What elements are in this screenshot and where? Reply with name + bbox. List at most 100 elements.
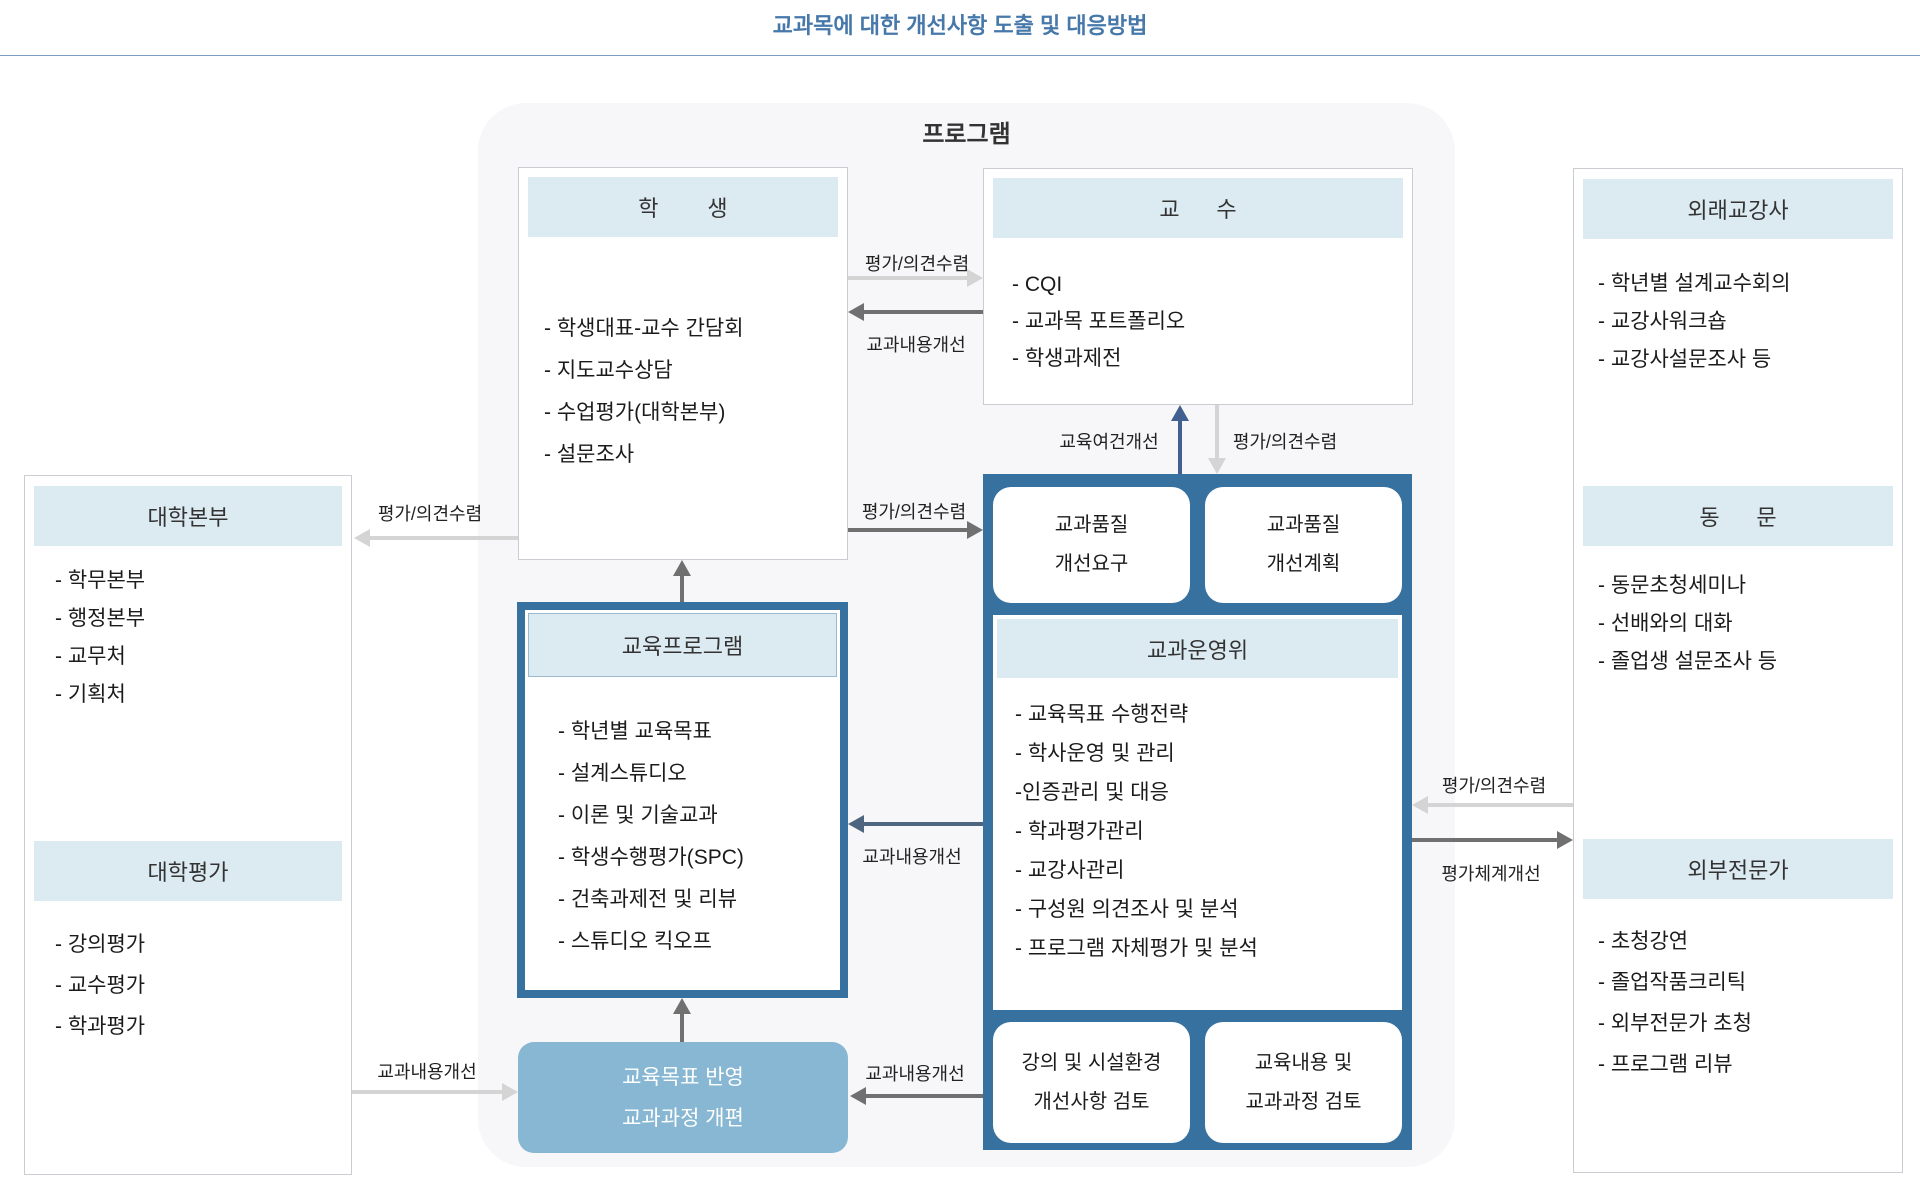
list-item: - 구성원 의견조사 및 분석 <box>1015 898 1239 921</box>
list-item: - 학생대표-교수 간담회 <box>544 317 744 340</box>
edu-program-box: 교육프로그램 - 학년별 교육목표 - 설계스튜디오 - 이론 및 기술교과 - 학생… <box>517 602 848 998</box>
arrow-label-student-to-hq: 평가/의견수렴 <box>377 504 483 524</box>
quality-request-line1: 교과품질 <box>1054 514 1129 536</box>
student-items: - 학생대표-교수 간담회 - 지도교수상담 - 수업평가(대학본부) - 설문조사 <box>544 308 744 476</box>
arrow-professor-to-student <box>848 303 983 321</box>
list-item: - 학생수행평가(SPC) <box>558 846 744 869</box>
quality-request-line2: 개선요구 <box>1054 553 1129 575</box>
list-item: -인증관리 및 대응 <box>1015 781 1169 804</box>
list-item: - 교무처 <box>55 645 126 668</box>
arrow-student-to-hq <box>354 529 518 547</box>
lecture-facility-line1: 강의 및 시설환경 <box>1021 1051 1162 1074</box>
course-committee-header: 교과운영위 <box>997 619 1398 678</box>
arrow-label-student-to-committee: 평가/의견수렴 <box>861 502 967 522</box>
external-lecturer-items: - 학년별 설계교수회의- 교강사워크숍- 교강사설문조사 등 <box>1598 265 1791 379</box>
curriculum-reform-line1: 교육목표 반영 <box>622 1065 744 1089</box>
list-item: - 수업평가(대학본부) <box>544 401 726 424</box>
arrow-student-to-professor <box>848 269 983 287</box>
arrow-student-to-committee <box>848 521 983 539</box>
external-lecturer-header: 외래교강사 <box>1583 179 1893 239</box>
edu-content-line1: 교육내용 및 <box>1254 1051 1353 1074</box>
list-item: - 지도교수상담 <box>544 359 673 382</box>
lecture-facility-line2: 개선사항 검토 <box>1033 1090 1150 1113</box>
external-expert-header: 외부전문가 <box>1583 839 1893 899</box>
list-item: - 교육목표 수행전략 <box>1015 703 1189 726</box>
quality-plan-line1: 교과품질 <box>1266 514 1341 536</box>
university-eval-items: - 강의평가 - 교수평가 - 학과평가 <box>55 924 145 1047</box>
arrow-committee-to-right <box>1412 831 1573 849</box>
list-item: - 프로그램 리뷰 <box>1598 1053 1733 1076</box>
alumni-header: 동 문 <box>1583 486 1893 546</box>
arrow-eval-to-reform <box>352 1083 518 1101</box>
list-item: - 설문조사 <box>544 443 635 466</box>
curriculum-reform-box: 교육목표 반영 교과과정 개편 <box>518 1042 848 1153</box>
arrow-label-committee-to-professor: 교육여건개선 <box>1059 432 1159 452</box>
list-item: - 교수평가 <box>55 974 146 997</box>
external-box: 외래교강사 - 학년별 설계교수회의- 교강사워크숍- 교강사설문조사 등 동 … <box>1573 168 1903 1173</box>
course-committee-container: 교과품질 개선요구 교과품질 개선계획 교과운영위 - 교육목표 수행전략 - 학… <box>983 474 1412 1150</box>
arrow-label-professor-to-student: 교과내용개선 <box>866 335 966 355</box>
arrow-reform-to-eduprogram <box>673 998 691 1042</box>
arrow-right-to-committee <box>1412 796 1573 814</box>
course-committee-box: 교과운영위 - 교육목표 수행전략- 학사운영 및 관리-인증관리 및 대응- … <box>993 615 1402 1010</box>
arrow-committee-to-professor <box>1171 405 1189 474</box>
list-item: - 학생과제전 <box>1012 347 1122 370</box>
list-item: - 교강사워크숍 <box>1598 310 1727 333</box>
list-item: - CQI <box>1012 273 1063 296</box>
arrow-label-committee-to-reform: 교과내용개선 <box>865 1064 965 1084</box>
list-item: - 동문초청세미나 <box>1598 574 1747 597</box>
list-item: - 졸업작품크리틱 <box>1598 971 1747 994</box>
list-item: - 학무본부 <box>55 569 146 592</box>
edu-program-items: - 학년별 교육목표 - 설계스튜디오 - 이론 및 기술교과 - 학생수행평가(SP… <box>558 711 744 963</box>
list-item: - 이론 및 기술교과 <box>558 804 718 827</box>
arrow-professor-to-committee <box>1208 405 1226 474</box>
arrow-label-student-to-professor: 평가/의견수렴 <box>864 254 970 274</box>
list-item: - 건축과제전 및 리뷰 <box>558 888 738 911</box>
professor-items: - CQI - 교과목 포트폴리오 - 학생과제전 <box>1012 266 1185 377</box>
curriculum-reform-line2: 교과과정 개편 <box>622 1106 744 1130</box>
list-item: - 프로그램 자체평가 및 분석 <box>1015 937 1258 960</box>
list-item: - 초청강연 <box>1598 930 1689 953</box>
alumni-items: - 동문초청세미나 - 선배와의 대화 - 졸업생 설문조사 등 <box>1598 567 1777 681</box>
arrow-committee-to-reform <box>850 1087 983 1105</box>
list-item: - 설계스튜디오 <box>558 762 687 785</box>
list-item: - 학년별 설계교수회의 <box>1598 272 1791 295</box>
quality-plan-box: 교과품질 개선계획 <box>1205 487 1402 603</box>
arrow-label-professor-to-committee: 평가/의견수렴 <box>1232 432 1338 452</box>
list-item: - 학사운영 및 관리 <box>1015 742 1175 765</box>
university-box: 대학본부 - 학무본부- 행정본부- 교무처- 기획처 대학평가 - 강의평가-… <box>24 475 352 1175</box>
list-item: - 기획처 <box>55 683 126 706</box>
list-item: - 졸업생 설문조사 등 <box>1598 650 1778 673</box>
list-item: - 외부전문가 초청 <box>1598 1012 1752 1035</box>
student-box: 학 생 - 학생대표-교수 간담회 - 지도교수상담 - 수업평가(대학본부) - 설… <box>518 167 848 560</box>
list-item: - 교강사관리 <box>1015 859 1125 882</box>
quality-plan-line2: 개선계획 <box>1266 553 1341 575</box>
list-item: - 학과평가 <box>55 1015 146 1038</box>
course-committee-items: - 교육목표 수행전략 - 학사운영 및 관리 -인증관리 및 대응 - 학과평가관리… <box>1015 695 1258 968</box>
title-divider <box>0 55 1920 56</box>
list-item: - 스튜디오 킥오프 <box>558 930 712 953</box>
list-item: - 학년별 교육목표 <box>558 720 712 743</box>
list-item: - 강의평가 <box>55 933 146 956</box>
professor-box: 교 수 - CQI - 교과목 포트폴리오 - 학생과제전 <box>983 168 1413 405</box>
lecture-facility-review-box: 강의 및 시설환경 개선사항 검토 <box>993 1022 1190 1143</box>
edu-program-header: 교육프로그램 <box>528 613 837 677</box>
list-item: - 교과목 포트폴리오 <box>1012 310 1186 333</box>
quality-request-box: 교과품질 개선요구 <box>993 487 1190 603</box>
external-expert-items: - 초청강연 - 졸업작품크리틱 - 외부전문가 초청 - 프로그램 리뷰 <box>1598 921 1752 1085</box>
program-label: 프로그램 <box>922 121 1011 148</box>
arrow-label-committee-to-right: 평가체계개선 <box>1441 864 1541 884</box>
list-item: - 학과평가관리 <box>1015 820 1144 843</box>
university-eval-header: 대학평가 <box>34 841 342 901</box>
arrow-label-committee-to-eduprogram: 교과내용개선 <box>862 847 962 867</box>
edu-content-line2: 교과과정 검토 <box>1245 1090 1362 1113</box>
arrow-eduprogram-to-student <box>673 560 691 602</box>
edu-content-review-box: 교육내용 및 교과과정 검토 <box>1205 1022 1402 1143</box>
arrow-committee-to-eduprogram <box>848 815 983 833</box>
university-hq-header: 대학본부 <box>34 486 342 546</box>
page-title: 교과목에 대한 개선사항 도출 및 대응방법 <box>772 13 1148 38</box>
professor-header: 교 수 <box>993 178 1403 238</box>
list-item: - 선배와의 대화 <box>1598 612 1733 635</box>
student-header: 학 생 <box>528 177 838 237</box>
arrow-label-eval-to-reform: 교과내용개선 <box>377 1062 477 1082</box>
